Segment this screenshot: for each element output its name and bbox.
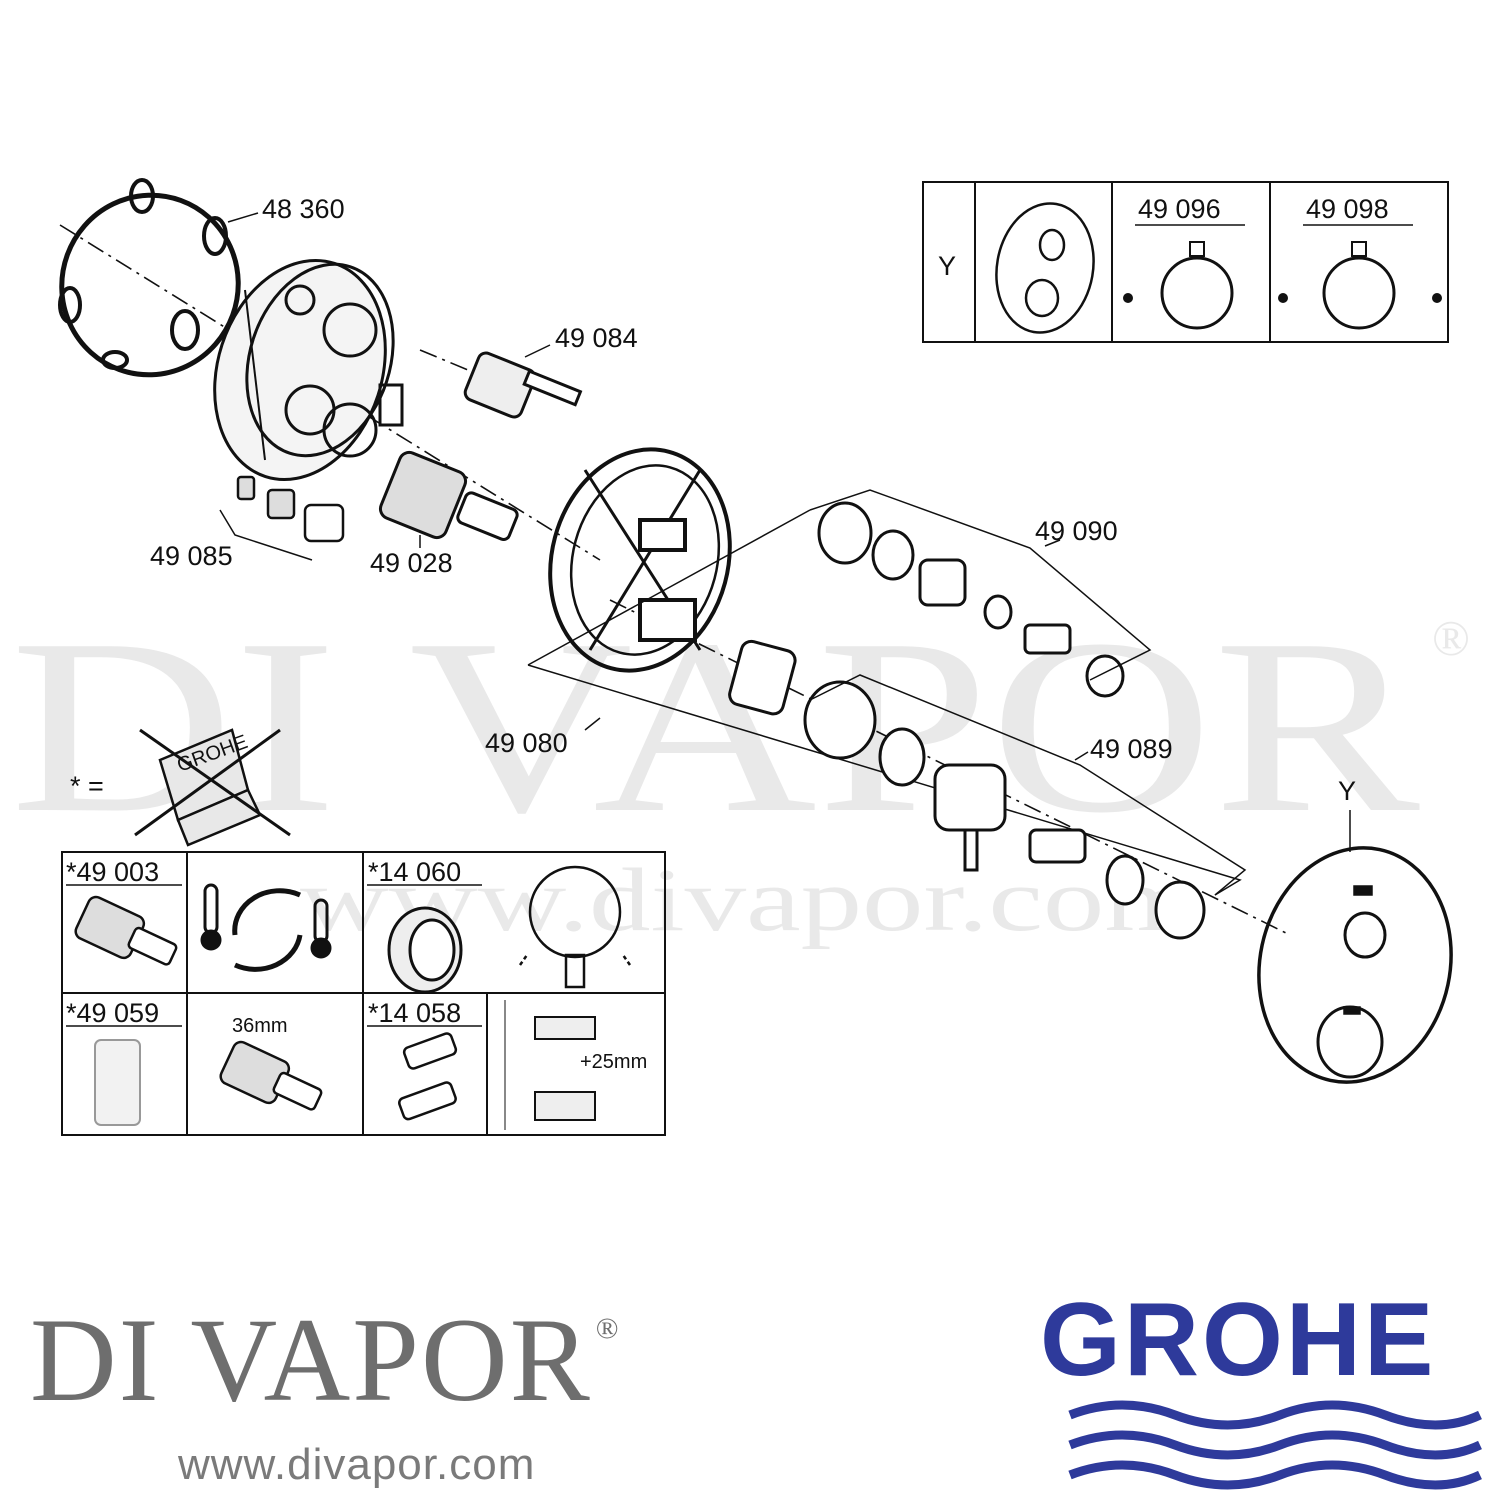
- label-49085: 49 085: [150, 541, 233, 571]
- label-49090: 49 090: [1035, 516, 1118, 546]
- watermark-registered: ®: [1432, 610, 1470, 666]
- divapor-registered: ®: [595, 1312, 621, 1345]
- handle-set-49089: [728, 639, 1206, 940]
- label-y-trim: Y: [1338, 776, 1356, 806]
- temperature-cycle-icon: [200, 883, 332, 972]
- info-49059: *49 059: [66, 998, 159, 1028]
- cell-extension-art: [504, 1000, 596, 1130]
- info-49003: *49 003: [66, 857, 159, 887]
- variant-table: [922, 181, 1449, 343]
- grohe-waves-icon: [1068, 1400, 1482, 1490]
- label-49028: 49 028: [370, 548, 453, 578]
- parts-group-49085: [236, 475, 345, 543]
- leader-48360: [227, 212, 259, 223]
- mounting-plate-49080: [548, 447, 732, 673]
- label-49089: 49 089: [1090, 734, 1173, 764]
- cell-36mm-cartridge: [219, 1040, 323, 1111]
- divapor-url: www.divapor.com: [178, 1440, 536, 1489]
- divapor-logo: DI VAPOR®: [30, 1300, 619, 1420]
- cell-14058-extensions: [398, 1032, 458, 1121]
- info-14060: *14 060: [368, 857, 461, 887]
- cell-49059-sleeve: [94, 1039, 141, 1126]
- knob-rotation-icon: [518, 865, 632, 989]
- variant-col1: 49 096: [1138, 194, 1221, 224]
- asterisk-label: * =: [70, 771, 104, 801]
- cell-49003-art: [74, 895, 178, 966]
- mixer-body: [213, 259, 404, 481]
- divapor-wordmark: DI VAPOR: [30, 1293, 592, 1426]
- info-table: [61, 851, 666, 1136]
- label-48360: 48 360: [262, 194, 345, 224]
- variant-dots: [1123, 293, 1442, 303]
- handle-set-49090: [817, 501, 1125, 698]
- seal-ring-48360: [58, 178, 241, 378]
- cell-14060-ring: [387, 906, 463, 994]
- variant-y-label: Y: [938, 251, 956, 281]
- variant-col2: 49 098: [1306, 194, 1389, 224]
- info-36mm: 36mm: [232, 1015, 288, 1037]
- label-49080: 49 080: [485, 728, 568, 758]
- cartridge-49028: [378, 450, 519, 542]
- info-25mm: +25mm: [580, 1051, 647, 1073]
- label-49084: 49 084: [555, 323, 638, 353]
- grohe-logo: GROHE: [1040, 1282, 1437, 1398]
- cartridge-49084: [463, 351, 583, 419]
- trim-plate-y: [1257, 846, 1453, 1084]
- info-14058: *14 058: [368, 998, 461, 1028]
